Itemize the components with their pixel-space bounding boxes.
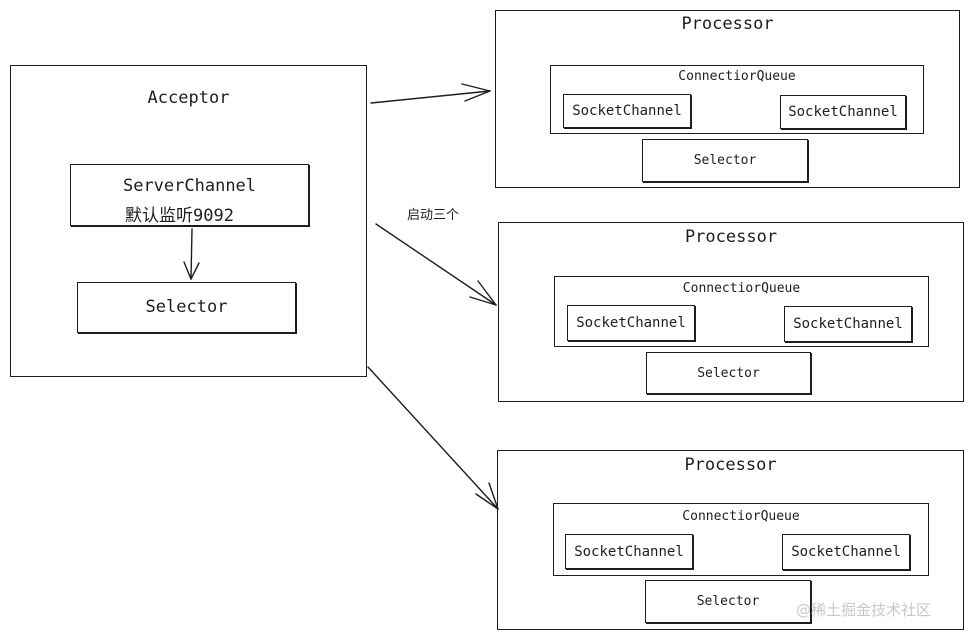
- socket-channel-box-1a: [563, 94, 691, 128]
- processor-title-2: Processor: [684, 227, 778, 247]
- acceptor-box: [10, 65, 367, 377]
- arrow-acceptor-to-processor-2: [375, 223, 497, 306]
- socket-channel-box-3b: [782, 534, 910, 570]
- processor-box-3: [497, 450, 964, 630]
- processor-box-2: [498, 222, 964, 402]
- connection-queue-box-2: [554, 276, 929, 347]
- acceptor-selector-box: [77, 282, 296, 333]
- socket-channel-box-2b: [784, 306, 912, 342]
- socket-channel-box-2a: [567, 305, 695, 341]
- socket-channel-label-1b: SocketChannel: [788, 104, 898, 120]
- arrow-server-channel-to-selector: [183, 228, 200, 280]
- processor-selector-label-2: Selector: [697, 366, 760, 381]
- socket-channel-label-3a: SocketChannel: [574, 544, 684, 560]
- socket-channel-label-2b: SocketChannel: [793, 316, 903, 332]
- connection-queue-label-2: ConnectiorQueue: [682, 281, 801, 296]
- processor-selector-label-1: Selector: [693, 153, 757, 168]
- processor-title-3: Processor: [684, 455, 777, 475]
- connection-queue-label-3: ConnectiorQueue: [682, 509, 800, 524]
- processor-box-1: [495, 10, 960, 188]
- connection-queue-box-1: [550, 65, 924, 134]
- socket-channel-label-2a: SocketChannel: [576, 315, 686, 331]
- processor-selector-box-2: [646, 352, 811, 394]
- server-channel-port-label: 默认监听9092: [125, 206, 234, 226]
- processor-selector-box-3: [645, 580, 811, 623]
- socket-channel-box-1b: [780, 95, 906, 129]
- start-three-label: 启动三个: [407, 208, 460, 223]
- processor-selector-label-3: Selector: [696, 594, 760, 609]
- connection-queue-box-3: [553, 503, 929, 576]
- arrow-acceptor-to-processor-3: [367, 366, 499, 510]
- acceptor-selector-label: Selector: [145, 297, 228, 317]
- watermark: @稀土掘金技术社区: [796, 601, 932, 619]
- socket-channel-box-3a: [565, 534, 693, 569]
- socket-channel-label-3b: SocketChannel: [791, 544, 901, 560]
- socket-channel-label-1a: SocketChannel: [572, 103, 682, 119]
- arrow-acceptor-to-processor-1: [370, 83, 491, 104]
- acceptor-title: Acceptor: [147, 88, 230, 108]
- server-channel-box: [70, 164, 309, 226]
- processor-title-1: Processor: [681, 14, 774, 34]
- processor-selector-box-1: [642, 139, 808, 182]
- server-channel-label: ServerChannel: [122, 176, 257, 196]
- connection-queue-label-1: ConnectiorQueue: [678, 69, 796, 84]
